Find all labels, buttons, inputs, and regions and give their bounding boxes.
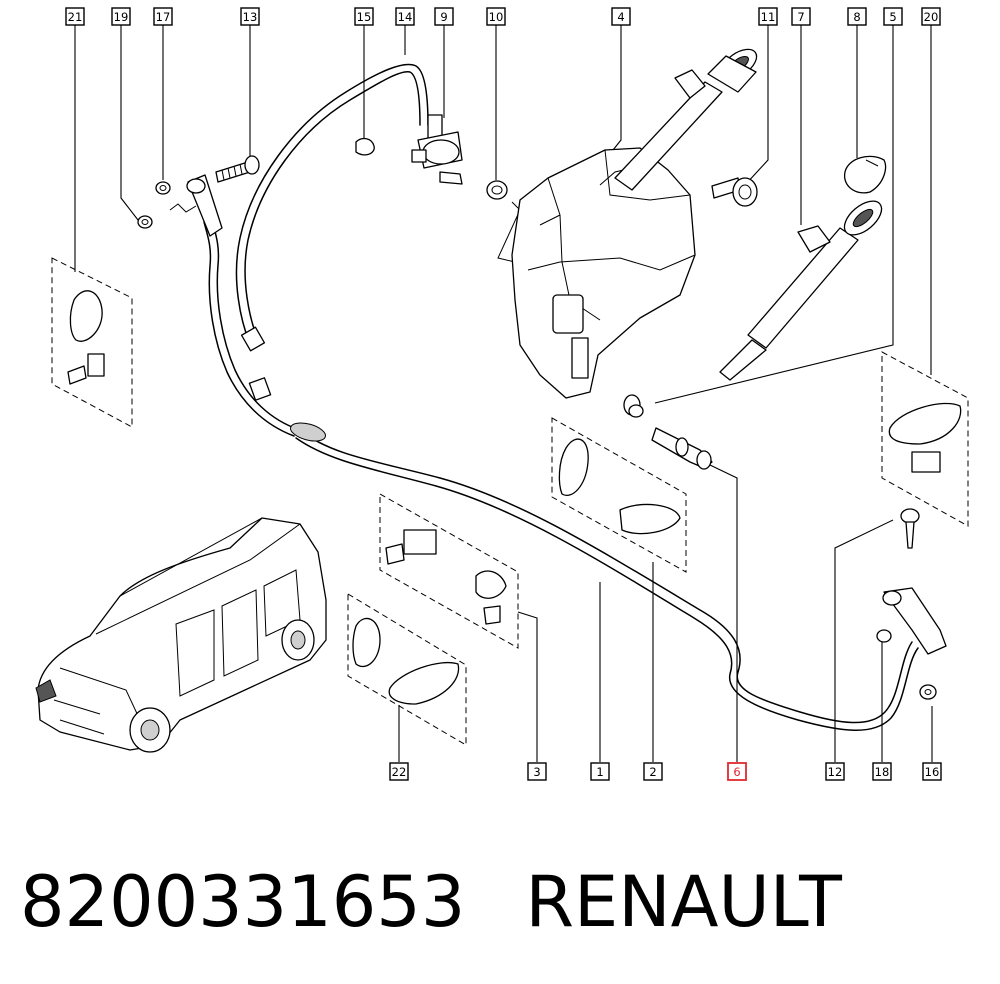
callout-3-label: 3 (533, 765, 540, 779)
part-number: 8200331653 (20, 861, 466, 943)
callout-5-label: 5 (889, 10, 896, 24)
callout-17[interactable]: 17 (153, 7, 173, 26)
callout-tags: 21 19 17 13 15 14 9 10 4 11 7 8 5 20 22 … (65, 7, 942, 781)
callout-21-label: 21 (68, 10, 83, 24)
footer-caption: 8200331653 RENAULT (20, 862, 842, 942)
callout-14[interactable]: 14 (395, 7, 415, 26)
jet-group-3 (385, 529, 507, 625)
callout-13-label: 13 (243, 10, 258, 24)
small-parts-top (137, 114, 521, 263)
callout-7[interactable]: 7 (791, 7, 811, 26)
washer-reservoir (511, 147, 696, 399)
callout-22-label: 22 (392, 765, 407, 779)
callout-15[interactable]: 15 (354, 7, 374, 26)
jet-group-2 (558, 438, 681, 535)
callout-1[interactable]: 1 (590, 762, 610, 781)
pump-6-highlighted-part (651, 427, 713, 470)
washer-hoses (203, 63, 919, 731)
callout-3[interactable]: 3 (527, 762, 547, 781)
callout-5[interactable]: 5 (883, 7, 903, 26)
callout-8-label: 8 (853, 10, 860, 24)
callout-18[interactable]: 18 (872, 762, 892, 781)
callout-16-label: 16 (925, 765, 940, 779)
callout-8[interactable]: 8 (847, 7, 867, 26)
jet-group-22 (352, 617, 460, 705)
callout-11[interactable]: 11 (758, 7, 778, 26)
callout-11-label: 11 (761, 10, 776, 24)
callout-12-label: 12 (828, 765, 843, 779)
cap-8 (843, 155, 887, 194)
callout-12[interactable]: 12 (825, 762, 845, 781)
callout-10-label: 10 (489, 10, 504, 24)
callout-19-label: 19 (114, 10, 129, 24)
callout-4[interactable]: 4 (611, 7, 631, 26)
callout-9[interactable]: 9 (434, 7, 454, 26)
callout-14-label: 14 (398, 10, 413, 24)
callout-21[interactable]: 21 (65, 7, 85, 26)
jet-group-20 (888, 402, 962, 473)
callout-19[interactable]: 19 (111, 7, 131, 26)
leader-lines (74, 25, 933, 762)
vehicle-illustration (35, 517, 327, 753)
callout-2[interactable]: 2 (643, 762, 663, 781)
parts-diagram: 21 19 17 13 15 14 9 10 4 11 7 8 5 20 22 … (35, 7, 969, 781)
callout-20[interactable]: 20 (921, 7, 941, 26)
callout-10[interactable]: 10 (486, 7, 506, 26)
callout-4-label: 4 (617, 10, 624, 24)
callout-9-label: 9 (440, 10, 447, 24)
callout-7-label: 7 (797, 10, 804, 24)
callout-15-label: 15 (357, 10, 372, 24)
bolt-11 (711, 177, 758, 207)
callout-17-label: 17 (156, 10, 171, 24)
callout-2-label: 2 (649, 765, 656, 779)
right-side-parts (876, 508, 947, 700)
callout-22[interactable]: 22 (389, 762, 409, 781)
callout-6-label: 6 (733, 765, 740, 779)
group-boxes (51, 257, 969, 746)
callout-20-label: 20 (924, 10, 939, 24)
grommet-5 (623, 394, 644, 418)
callout-16[interactable]: 16 (922, 762, 942, 781)
jet-group-21 (67, 290, 105, 385)
filler-neck (614, 48, 758, 191)
pipe-7 (719, 200, 883, 381)
callout-13[interactable]: 13 (240, 7, 260, 26)
callout-1-label: 1 (596, 765, 603, 779)
callout-6-highlighted[interactable]: 6 (727, 762, 747, 781)
callout-18-label: 18 (875, 765, 890, 779)
brand-name: RENAULT (525, 861, 842, 943)
